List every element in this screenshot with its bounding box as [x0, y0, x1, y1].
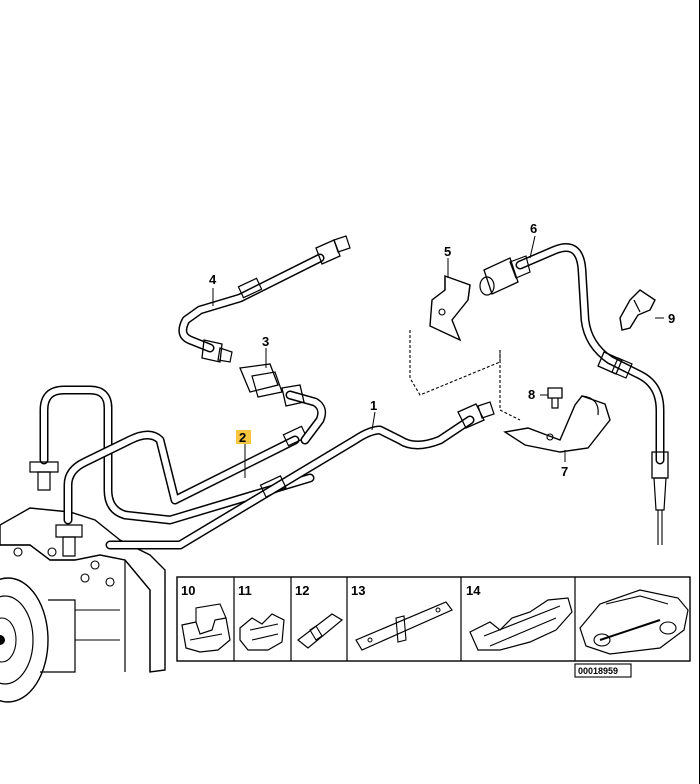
callout-5[interactable]: 5 — [444, 244, 451, 259]
callout-4[interactable]: 4 — [209, 272, 217, 287]
clip-panel-strip — [176, 576, 691, 662]
callout-2[interactable]: 2 — [236, 430, 251, 445]
svg-text:7: 7 — [561, 464, 568, 479]
svg-text:12: 12 — [295, 583, 309, 598]
svg-text:13: 13 — [351, 583, 365, 598]
callout-7[interactable]: 7 — [561, 464, 568, 479]
svg-text:1: 1 — [370, 398, 377, 413]
brake-pipe-left-loop[interactable] — [29, 385, 315, 525]
svg-text:14: 14 — [466, 583, 481, 598]
svg-text:5: 5 — [444, 244, 451, 259]
brake-pipe-4[interactable] — [178, 235, 351, 363]
diagram-code-label: 00018959 — [574, 663, 632, 678]
svg-text:11: 11 — [238, 583, 252, 598]
vehicle-location-thumbnail — [579, 589, 689, 655]
clip-panel-14[interactable]: 14 — [466, 583, 573, 651]
svg-text:4: 4 — [209, 272, 217, 287]
svg-text:2: 2 — [239, 430, 246, 445]
callout-9[interactable]: 9 — [668, 311, 675, 326]
callout-8[interactable]: 8 — [528, 387, 535, 402]
adapter-fitting-3[interactable] — [239, 363, 327, 445]
assembly-bracket-outline — [409, 330, 521, 421]
pump-motor — [0, 577, 120, 703]
callout-1[interactable]: 1 — [370, 398, 377, 413]
svg-text:9: 9 — [668, 311, 675, 326]
brake-hose-6[interactable] — [479, 243, 669, 546]
spring-clip-9[interactable] — [619, 289, 656, 331]
clip-panel-13[interactable]: 13 — [351, 583, 453, 651]
bracket-7[interactable] — [503, 395, 611, 453]
bolt-8[interactable] — [547, 387, 563, 409]
svg-text:00018959: 00018959 — [578, 666, 618, 676]
clip-panel-11[interactable]: 11 — [238, 583, 285, 651]
brake-pipe-1[interactable] — [105, 401, 495, 550]
svg-text:10: 10 — [181, 583, 195, 598]
bracket-5[interactable] — [429, 275, 471, 342]
callout-6[interactable]: 6 — [530, 221, 537, 236]
clip-panel-10[interactable]: 10 — [181, 583, 231, 653]
svg-text:3: 3 — [262, 334, 269, 349]
abs-hydraulic-unit[interactable] — [0, 507, 166, 703]
callout-leaders — [212, 235, 664, 478]
brake-pipe-2[interactable] — [55, 425, 308, 557]
svg-text:6: 6 — [530, 221, 537, 236]
clip-panel-12[interactable]: 12 — [295, 583, 344, 649]
svg-text:8: 8 — [528, 387, 535, 402]
callout-3[interactable]: 3 — [262, 334, 269, 349]
